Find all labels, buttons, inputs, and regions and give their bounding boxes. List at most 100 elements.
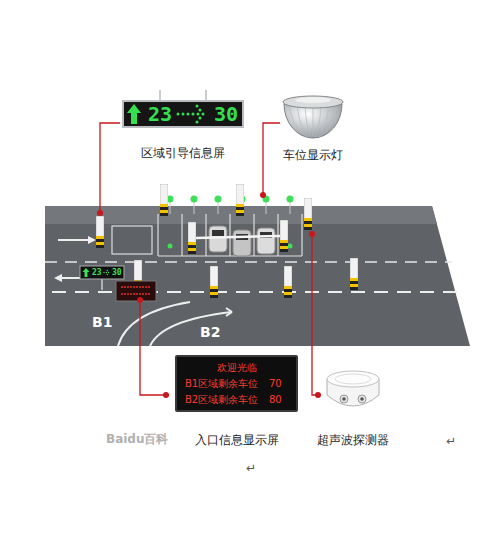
sign-arrows [103, 272, 104, 273]
leader-lines [309, 231, 315, 237]
leader-lines [140, 302, 166, 395]
display-count: 80 [269, 393, 282, 406]
caption: 区域引导信息屏 [141, 146, 225, 161]
ultrasonic-detector-outline [322, 365, 384, 420]
floor-displays [101, 279, 103, 290]
sensor-core [342, 397, 346, 401]
leader-lines [97, 210, 103, 216]
barrier-posts [236, 184, 244, 216]
leader-lines [312, 236, 318, 395]
parking-floor [88, 236, 96, 244]
parking-floor [45, 206, 470, 346]
sign-arrows [177, 113, 180, 116]
detector-ring [335, 374, 371, 384]
space-lights [287, 196, 294, 203]
sensor-core [360, 397, 364, 401]
sign-arrows [106, 272, 107, 273]
leader-lines [163, 392, 169, 398]
sign-number: 23 [148, 102, 172, 126]
leader-lines [137, 297, 143, 303]
cars [209, 226, 275, 256]
zone-label: B2 [200, 324, 220, 340]
parking-slots [253, 214, 254, 256]
parking-slots [301, 214, 302, 256]
sign-arrows [199, 109, 202, 112]
dome-facet [305, 104, 311, 137]
dome-facet [317, 104, 329, 137]
detector-shape [327, 371, 379, 406]
floor-sign-number: 30 [112, 266, 122, 279]
sign-arrows [83, 268, 90, 277]
leader-lines [97, 90, 321, 398]
space-lights [215, 196, 222, 203]
cars [233, 230, 251, 256]
barrier-posts [160, 184, 168, 216]
display-count: 70 [269, 377, 282, 390]
dome-facet [315, 104, 321, 137]
barrier-posts [350, 258, 358, 290]
leader-lines [263, 123, 280, 193]
dome-facet [289, 104, 307, 137]
display-line: 欢迎光临 [217, 361, 257, 374]
leader-lines [315, 392, 321, 398]
parking-floor [52, 291, 462, 293]
caption: 车位显示灯 [283, 148, 343, 163]
sign-arrows [187, 113, 190, 116]
sign-arrows [196, 121, 199, 124]
barrier-posts [284, 266, 292, 298]
dome-cap [295, 97, 331, 103]
sign-number: 30 [214, 102, 238, 126]
sign-arrows [196, 105, 199, 108]
sign-arrows [199, 117, 202, 120]
barrier-posts [304, 198, 312, 230]
sensor-hole [358, 395, 366, 403]
floor-sign-number: 23 [92, 266, 102, 279]
leader-lines [100, 123, 120, 211]
space-lights [168, 244, 173, 249]
space-lights [191, 196, 198, 203]
barrier-posts [188, 222, 196, 254]
parking-slots [205, 214, 206, 256]
barrier-posts [210, 266, 218, 298]
detector-top [327, 371, 379, 387]
parking-floor [150, 312, 232, 346]
dome-facet [313, 104, 314, 137]
barrier-posts [96, 216, 104, 248]
cars [209, 226, 227, 252]
parking-floor [58, 239, 88, 241]
space-lights [167, 196, 294, 249]
barrier-posts [280, 220, 288, 252]
caption: 入口信息显示屏 [195, 433, 279, 448]
space-lights [288, 244, 293, 249]
display-line: B2区域剩余车位 [185, 393, 258, 406]
barrier-posts [196, 236, 280, 238]
floor-displays [80, 266, 156, 301]
sign-arrows [103, 270, 109, 275]
display-line: B1区域剩余车位 [185, 377, 258, 390]
floor-displays [121, 293, 151, 295]
sign-arrows [197, 113, 200, 116]
cars [257, 228, 275, 254]
dome-facet [297, 104, 309, 137]
sign-arrows [182, 113, 185, 116]
return-mark: ↵ [246, 461, 256, 476]
entry-display: 欢迎光临B1区域剩余车位70B2区域剩余车位80入口信息显示屏 [175, 355, 298, 412]
floor-displays [116, 281, 156, 301]
dome-rim [283, 96, 343, 108]
dome-facet [319, 104, 337, 137]
parking-floor [112, 226, 152, 254]
parking-slots [158, 214, 302, 256]
zone-label: B1 [92, 314, 112, 330]
space-light: 车位显示灯 [282, 92, 344, 140]
parking-slots [157, 214, 158, 256]
parking-slots [181, 214, 182, 256]
leader-lines [260, 192, 266, 198]
parking-slots [229, 214, 230, 256]
floor-displays [121, 286, 151, 288]
sign-arrows [202, 113, 205, 116]
dome-body [284, 104, 342, 138]
